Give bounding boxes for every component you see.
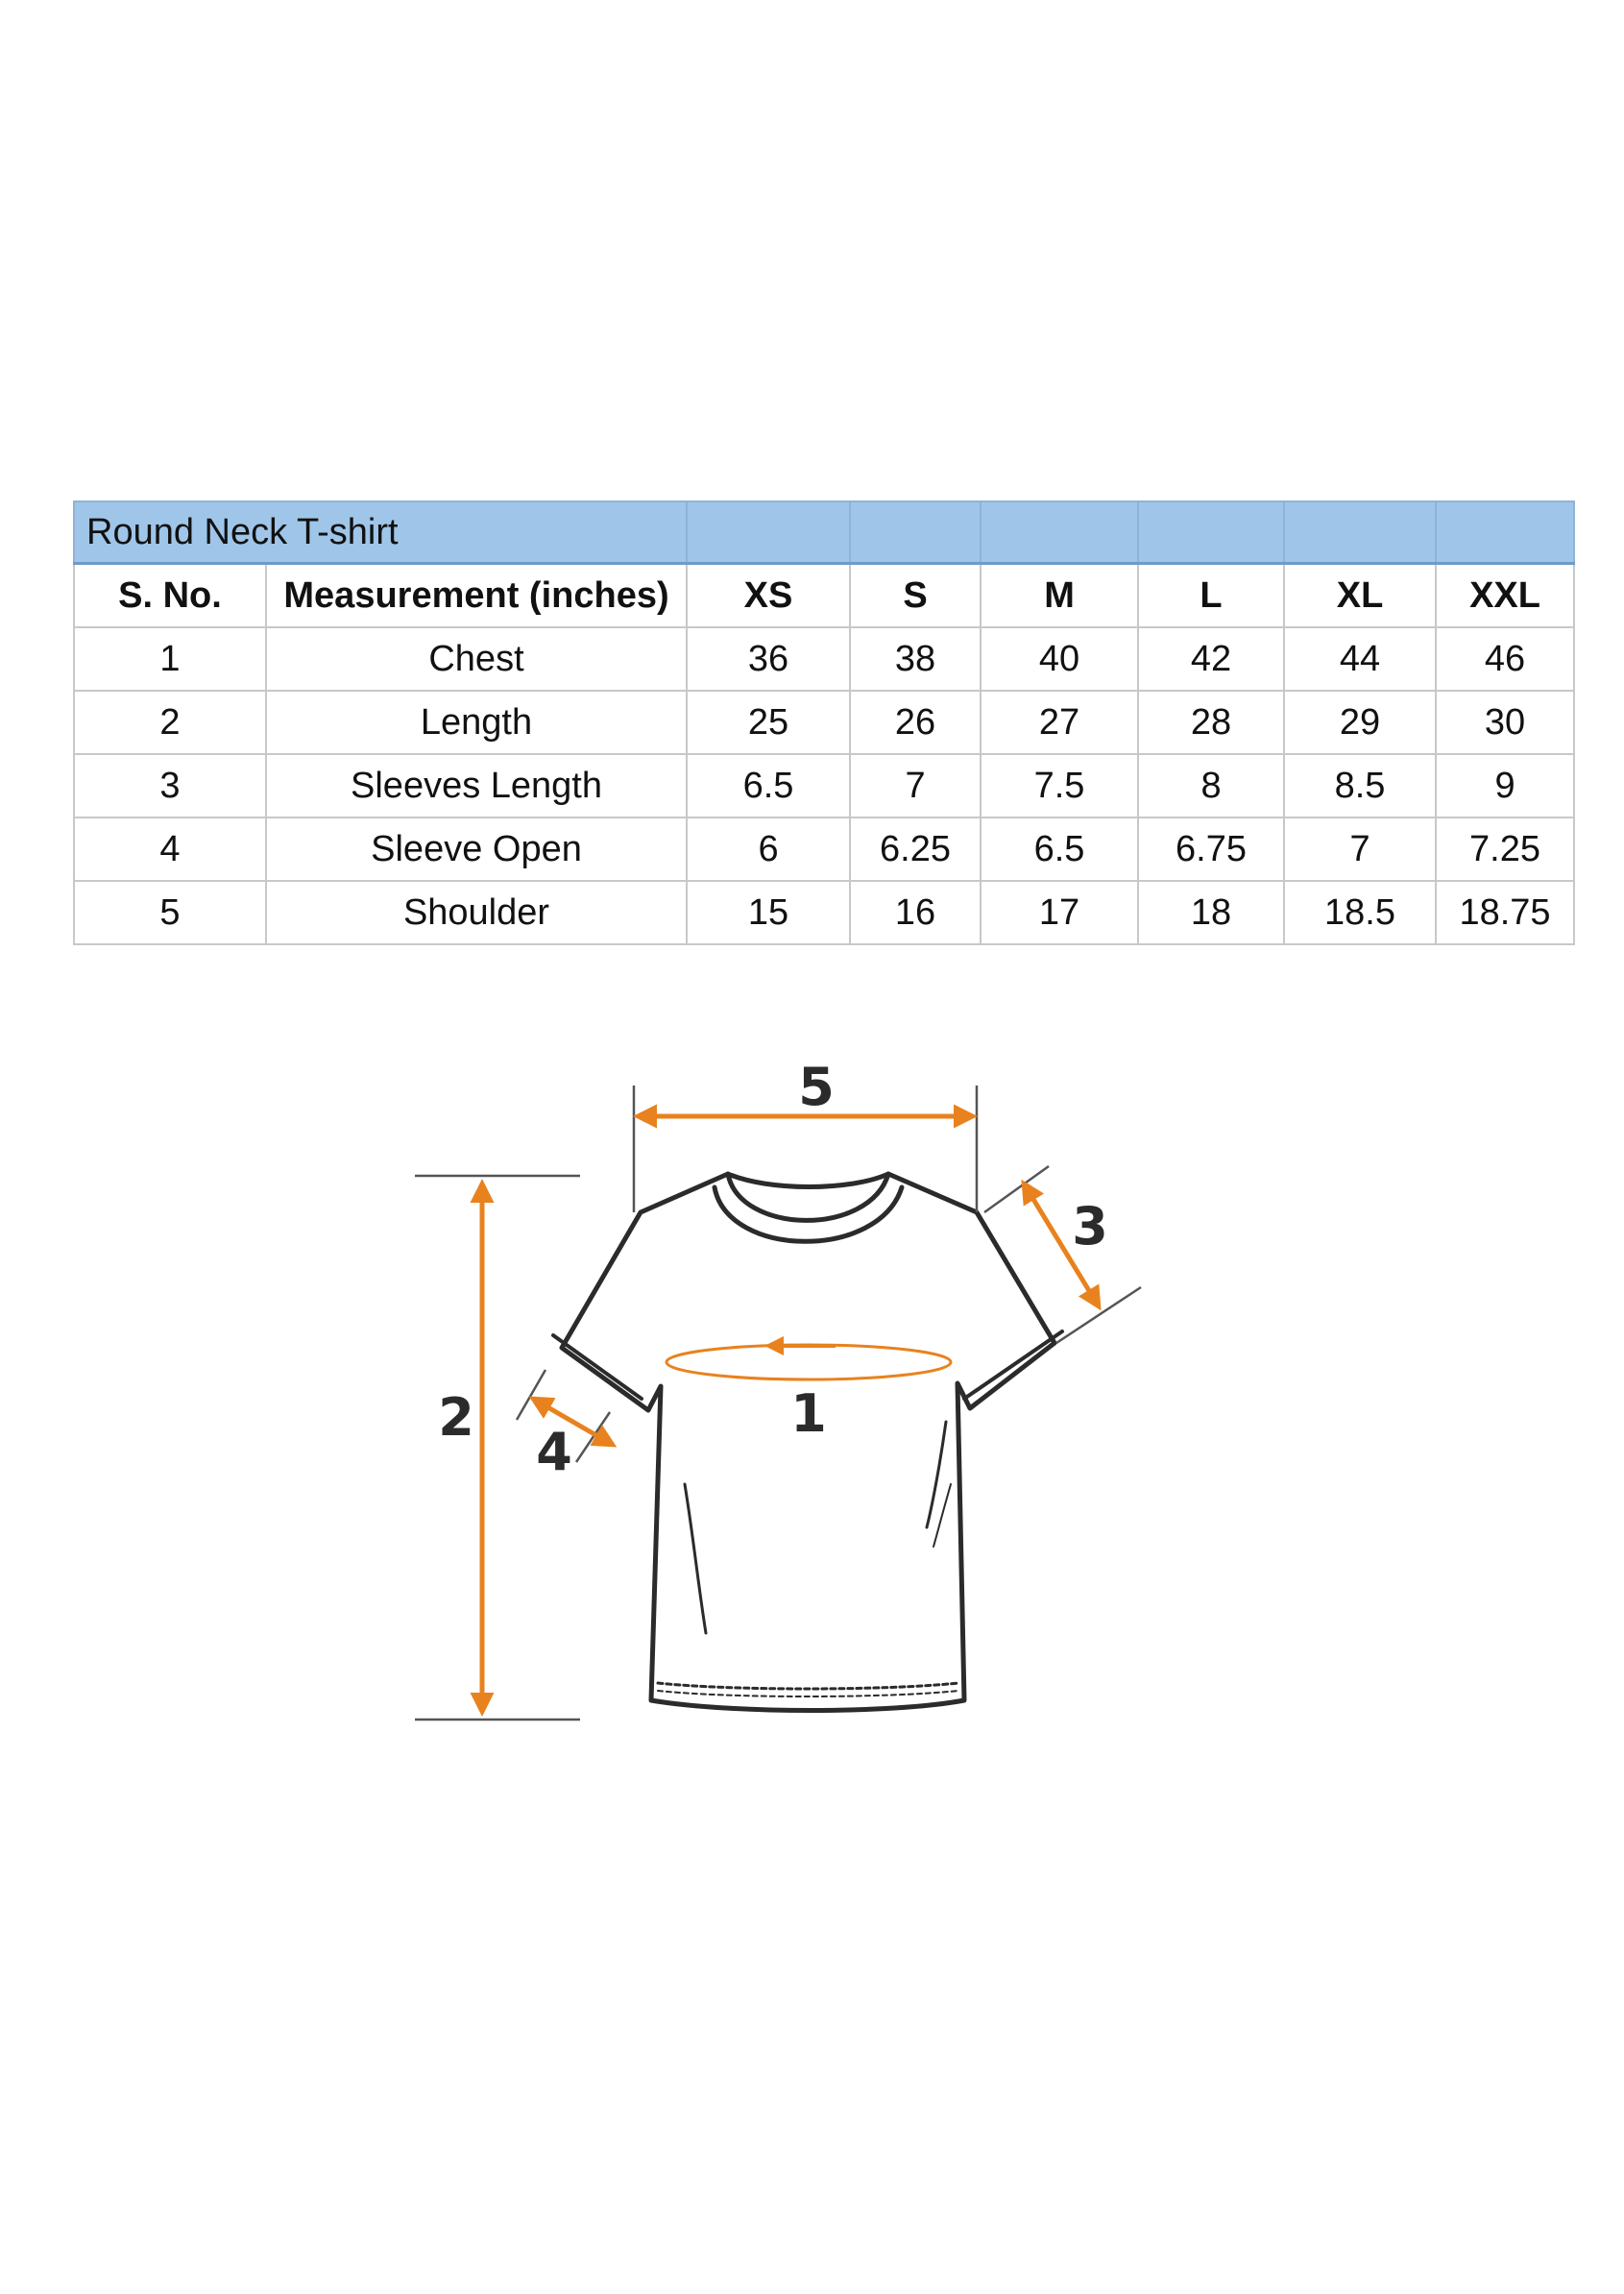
table-cell: 6.75 [1137, 817, 1286, 882]
table-cell: 7.5 [980, 753, 1140, 818]
table-cell: 2 [73, 690, 267, 755]
table-cell: 36 [686, 626, 852, 692]
table-cell: 18 [1137, 880, 1286, 945]
sleeve-length-label: 3 [1072, 1196, 1108, 1257]
column-header: XXL [1435, 562, 1576, 628]
column-header: M [980, 562, 1140, 628]
extension-lines [415, 1086, 1142, 1721]
table-cell: 4 [73, 817, 267, 882]
sleeve-length-arrow [1021, 1179, 1102, 1311]
column-header: XS [686, 562, 852, 628]
table-cell: 18.5 [1283, 880, 1438, 945]
shoulder-label: 5 [798, 1057, 835, 1117]
table-cell: 6.5 [686, 753, 852, 818]
table-cell: 28 [1137, 690, 1286, 755]
table-cell: 8.5 [1283, 753, 1438, 818]
table-cell: 7 [1283, 817, 1438, 882]
title-filler-cell [980, 500, 1140, 565]
table-cell: 38 [849, 626, 982, 692]
column-header: S. No. [73, 562, 267, 628]
title-filler-cell [1283, 500, 1438, 565]
table-cell: 29 [1283, 690, 1438, 755]
table-cell: 7 [849, 753, 982, 818]
table-cell: 6 [686, 817, 852, 882]
table-cell: 6.25 [849, 817, 982, 882]
table-cell: 30 [1435, 690, 1576, 755]
table-cell: 46 [1435, 626, 1576, 692]
table-cell: 8 [1137, 753, 1286, 818]
table-cell: Sleeve Open [264, 817, 689, 882]
title-filler-cell [849, 500, 982, 565]
table-cell: 17 [980, 880, 1140, 945]
table-header-row: S. No. Measurement (inches) XS S M L XL … [73, 562, 1576, 628]
column-header: L [1137, 562, 1286, 628]
table-cell: 25 [686, 690, 852, 755]
table-cell: Shoulder [264, 880, 689, 945]
measurement-arrows [470, 1104, 1102, 1717]
title-filler-cell [1137, 500, 1286, 565]
chest-label: 1 [790, 1383, 827, 1444]
table-row: 4 Sleeve Open 6 6.25 6.5 6.75 7 7.25 [73, 817, 1576, 882]
table-row: 5 Shoulder 15 16 17 18 18.5 18.75 [73, 880, 1576, 945]
table-cell: 40 [980, 626, 1140, 692]
chest-ellipse [665, 1343, 953, 1381]
column-header: S [849, 562, 982, 628]
table-cell: 9 [1435, 753, 1576, 818]
table-cell: Chest [264, 626, 689, 692]
table-row: 1 Chest 36 38 40 42 44 46 [73, 626, 1576, 692]
table-cell: 6.5 [980, 817, 1140, 882]
table-cell: 18.75 [1435, 880, 1576, 945]
title-filler-cell [1435, 500, 1576, 565]
table-cell: 3 [73, 753, 267, 818]
table-cell: 16 [849, 880, 982, 945]
table-cell: Length [264, 690, 689, 755]
table-cell: 26 [849, 690, 982, 755]
title-filler-cell [686, 500, 852, 565]
table-cell: 1 [73, 626, 267, 692]
table-cell: 42 [1137, 626, 1286, 692]
sleeve-open-arrow [528, 1396, 618, 1448]
table-cell: 5 [73, 880, 267, 945]
table-cell: 15 [686, 880, 852, 945]
sleeve-open-label: 4 [536, 1422, 572, 1482]
table-title-row: Round Neck T-shirt [72, 500, 1576, 565]
table-cell: 27 [980, 690, 1140, 755]
size-chart-table: Round Neck T-shirt S. No. Measurement (i… [72, 500, 1576, 945]
length-label: 2 [438, 1387, 474, 1448]
t-shirt-icon [551, 1171, 1064, 1713]
table-row: 2 Length 25 26 27 28 29 30 [73, 690, 1576, 755]
table-row: 3 Sleeves Length 6.5 7 7.5 8 8.5 9 [73, 753, 1576, 818]
column-header: Measurement (inches) [264, 562, 689, 628]
table-cell: 7.25 [1435, 817, 1576, 882]
column-header: XL [1283, 562, 1438, 628]
table-title: Round Neck T-shirt [72, 500, 689, 565]
table-cell: 44 [1283, 626, 1438, 692]
table-cell: Sleeves Length [264, 753, 689, 818]
